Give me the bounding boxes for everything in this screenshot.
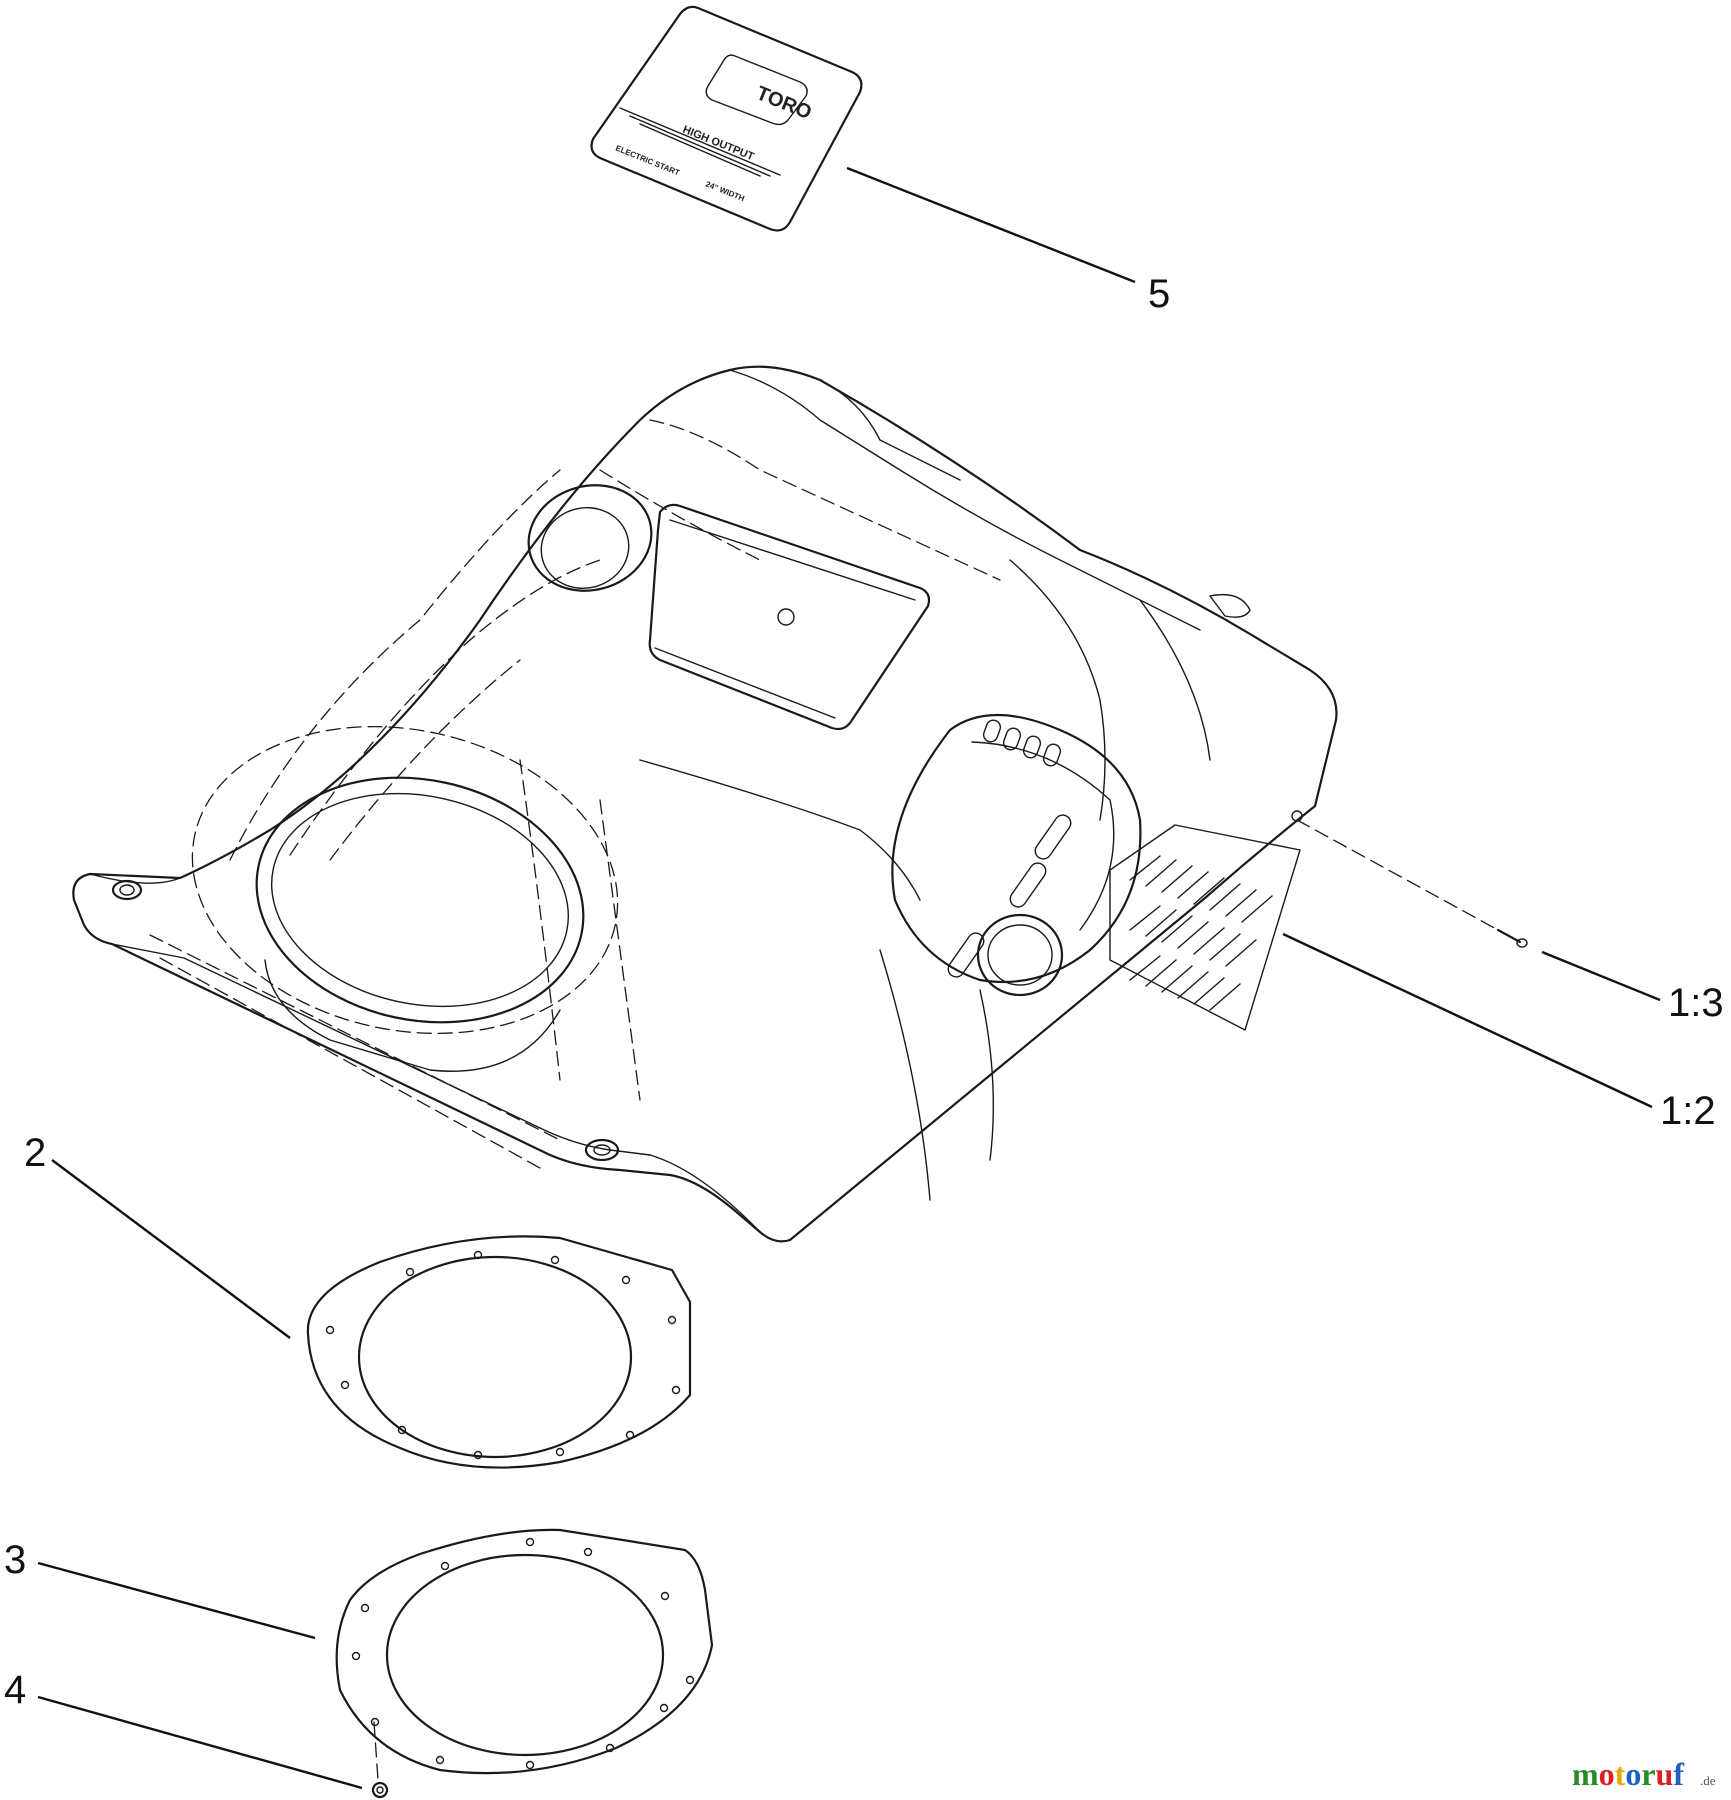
callout-4: 4: [4, 1668, 26, 1712]
gasket-part: [306, 1235, 692, 1469]
callout-3: 3: [4, 1538, 26, 1582]
watermark-letter: u: [1656, 1756, 1674, 1792]
leader-lines: [37, 166, 1661, 1790]
screw-part: [1296, 819, 1528, 948]
callout-2: 2: [24, 1131, 46, 1175]
watermark-suffix: .de: [1700, 1773, 1716, 1788]
gasket-holes: [325, 1250, 681, 1460]
vent-grille: [1109, 824, 1301, 1031]
callout-5: 5: [1148, 272, 1170, 316]
watermark-letter: t: [1615, 1756, 1626, 1792]
leader-5: [846, 166, 1136, 284]
leader-1-3: [1541, 950, 1661, 1002]
decal-line3: 24" WIDTH: [704, 180, 746, 204]
plate-holes: [351, 1537, 695, 1770]
decal-line2: ELECTRIC START: [614, 144, 681, 178]
leader-1-2: [1282, 932, 1653, 1109]
watermark-logo: motoruf .de: [1572, 1756, 1716, 1792]
shroud-part: [72, 365, 1338, 1243]
decal-part: TORO HIGH OUTPUT ELECTRIC START 24" WIDT…: [590, 5, 863, 232]
headlight-slots: [947, 719, 1072, 978]
watermark-letter: f: [1673, 1756, 1684, 1792]
watermark-letter: m: [1572, 1756, 1599, 1792]
leader-2: [51, 1159, 291, 1339]
nut-part: [371, 1721, 389, 1799]
leader-4: [37, 1695, 363, 1790]
watermark-letter: o: [1625, 1756, 1641, 1792]
watermark-letter: o: [1599, 1756, 1615, 1792]
watermark-letter: r: [1641, 1756, 1655, 1792]
plate-part: [335, 1528, 714, 1775]
leader-3: [37, 1561, 316, 1640]
callout-1-2: 1:2: [1660, 1089, 1716, 1133]
svg-text:motoruf: motoruf: [1572, 1756, 1684, 1792]
decal-brand: TORO: [753, 82, 814, 124]
callout-1-3: 1:3: [1668, 981, 1724, 1025]
